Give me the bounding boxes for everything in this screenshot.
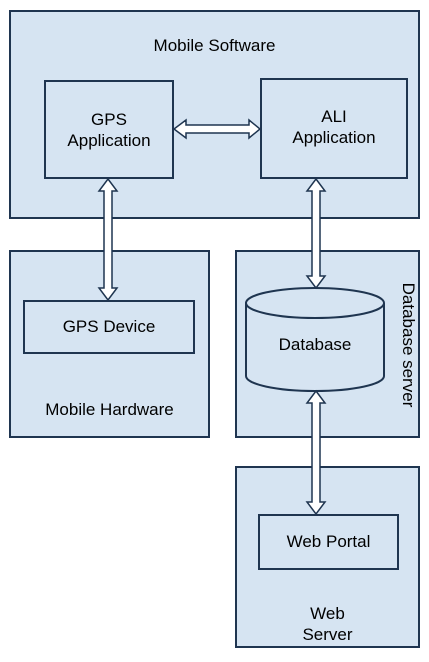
web-portal-box [258,514,399,570]
ali-application-box [260,78,408,179]
gps-application-label-line1: GPS [91,110,127,129]
ali-application-label-line2: Application [292,128,376,147]
gps-app-device-connector-arrow [97,177,119,302]
gps-ali-connector-arrow [172,118,262,140]
gps-device-label: GPS Device [62,317,156,336]
gps-device-box [23,300,195,354]
mobile-software-title: Mobile Software [153,36,276,55]
web-server-label-line1: Web [310,604,345,623]
database-cylinder [245,287,385,392]
gps-application-box [44,80,174,179]
database-label: Database [278,335,352,354]
gps-application-label-line2: Application [67,131,151,150]
web-server-label-line2: Server [302,625,353,644]
database-webportal-connector-arrow [305,389,327,516]
mobile-hardware-title: Mobile Hardware [45,400,174,419]
ali-application-label-line1: ALI [321,107,347,126]
web-portal-label: Web Portal [286,532,371,551]
ali-database-connector-arrow [305,177,327,290]
